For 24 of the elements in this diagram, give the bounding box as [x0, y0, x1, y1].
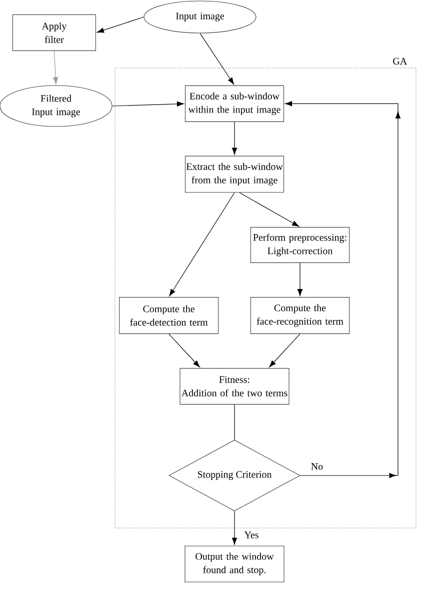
arrow [112, 101, 184, 106]
process-box: Fitness: Addition of the two terms [180, 368, 290, 405]
ellipse-node: Input image [144, 0, 256, 34]
arrow [297, 262, 303, 296]
arrow [232, 510, 238, 545]
arrow [232, 122, 238, 155]
process-box: Extract the sub-window from the input image [184, 156, 284, 193]
process-box: Compute the face-recognition term [250, 297, 350, 334]
process-box: Output the window found and stop. [184, 546, 284, 582]
frame-label: GA [393, 58, 407, 65]
arrow [239, 192, 300, 227]
process-box: Encode a sub-window within the input image [184, 85, 284, 122]
arrow [200, 32, 234, 85]
process-box: Compute the face-detection term [119, 297, 219, 334]
arrow [168, 334, 200, 368]
edge-label: Yes [243, 530, 260, 540]
arrow [96, 16, 144, 33]
process-box: Apply filter [12, 14, 96, 51]
arrow [53, 50, 58, 84]
process-box: Perform preprocessing: Light-correction [250, 227, 350, 263]
edge-label: No [310, 462, 324, 471]
arrow [169, 192, 235, 296]
arrow [285, 101, 401, 478]
arrow [269, 334, 300, 368]
